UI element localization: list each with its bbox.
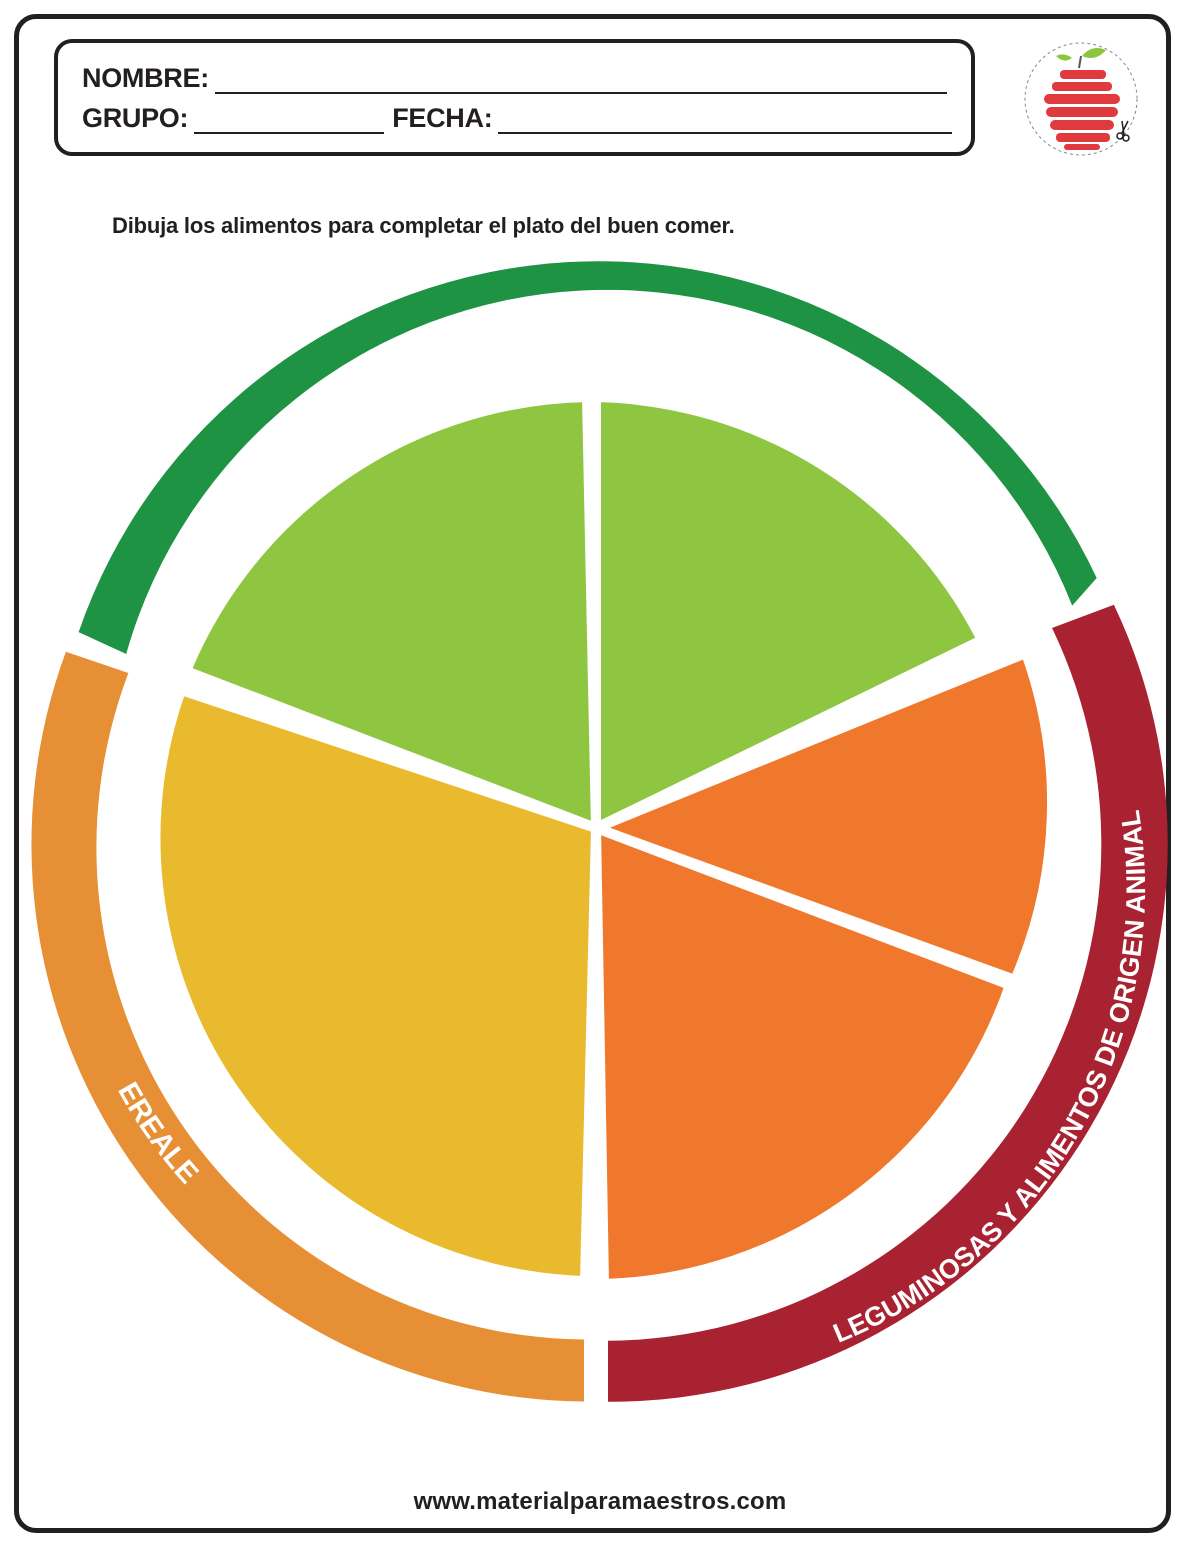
leguminosas-ring bbox=[608, 604, 1168, 1402]
grupo-fecha-row: GRUPO: FECHA: bbox=[82, 103, 953, 134]
verduras-frutas-section-right[interactable] bbox=[591, 392, 987, 833]
leguminosas-section-upper[interactable] bbox=[591, 648, 1058, 985]
student-info-box: NOMBRE: GRUPO: FECHA: bbox=[54, 39, 975, 156]
website-footer: www.materialparamaestros.com bbox=[413, 1488, 787, 1515]
fecha-field[interactable] bbox=[498, 108, 953, 134]
instruction-text: Dibuja los alimentos para completar el p… bbox=[112, 213, 735, 238]
cereales-ring bbox=[31, 651, 585, 1402]
nombre-row: NOMBRE: bbox=[82, 63, 947, 94]
apple-stack-logo-icon bbox=[1024, 42, 1138, 156]
grupo-label: GRUPO: bbox=[82, 103, 189, 133]
grupo-field[interactable] bbox=[194, 108, 385, 134]
fecha-label: FECHA: bbox=[392, 103, 493, 133]
page-border bbox=[14, 14, 1171, 1533]
nombre-label: NOMBRE: bbox=[82, 63, 209, 93]
cereales-section[interactable] bbox=[150, 685, 601, 1286]
nombre-field[interactable] bbox=[214, 68, 947, 94]
verduras-frutas-section-left[interactable] bbox=[181, 392, 601, 833]
verduras-frutas-ring bbox=[78, 261, 1097, 654]
leguminosas-section-lower[interactable] bbox=[591, 823, 1015, 1289]
